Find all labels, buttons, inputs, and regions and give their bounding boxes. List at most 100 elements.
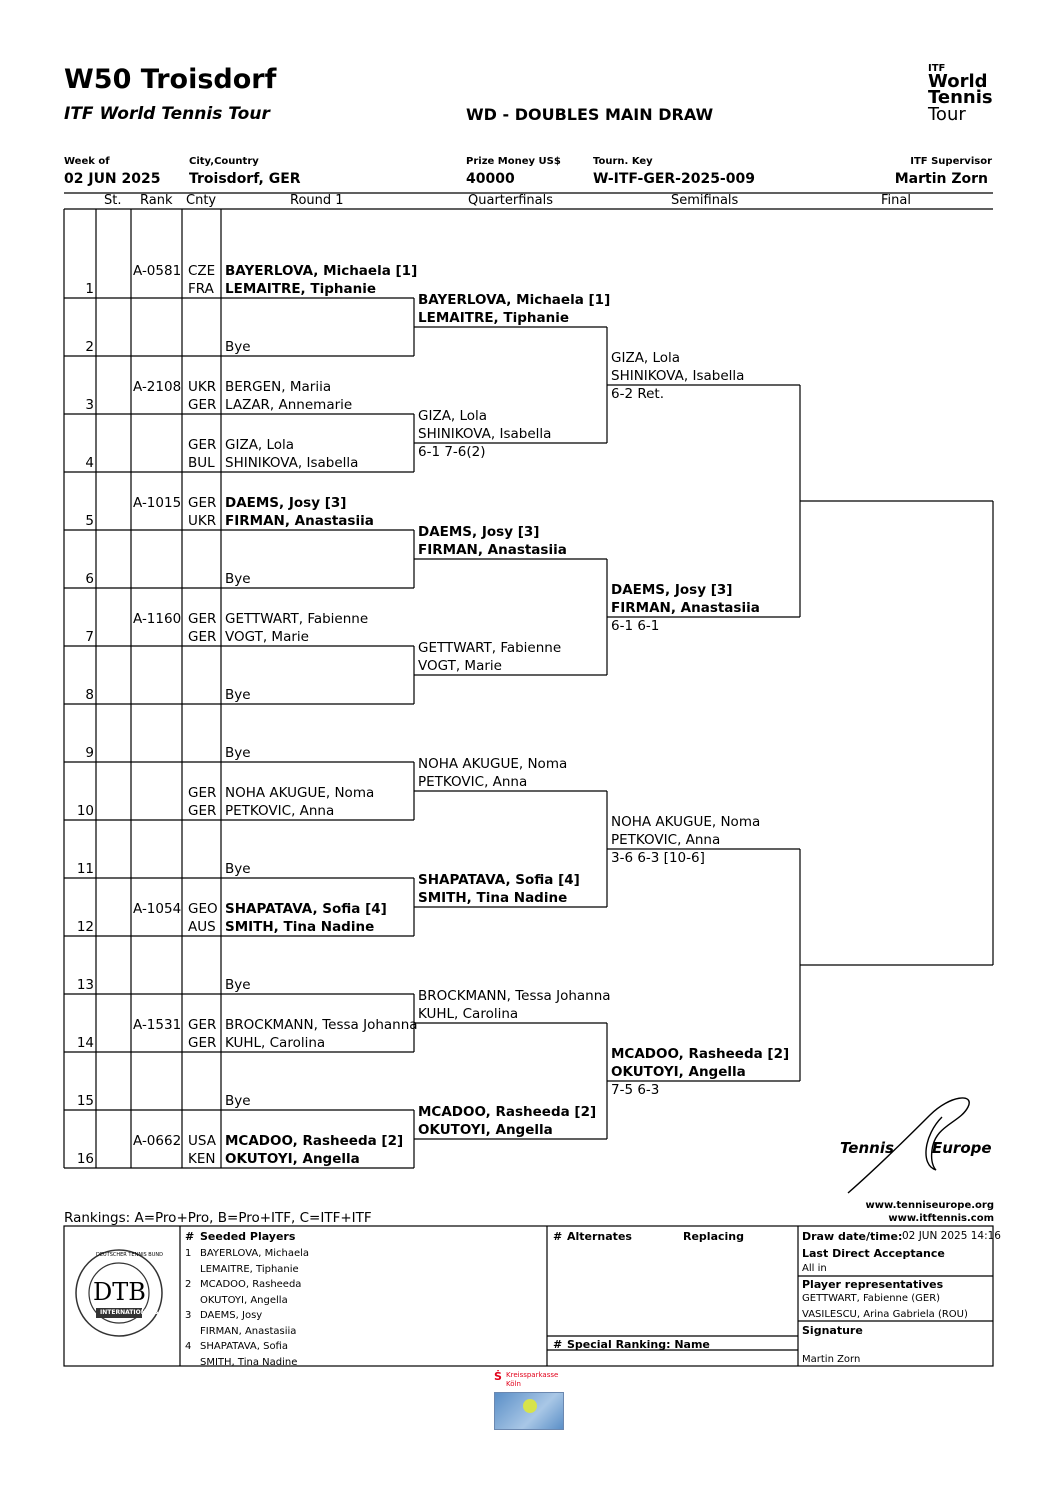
r1-rank: A-1531 xyxy=(133,1017,182,1033)
sf-score: 6-2 Ret. xyxy=(611,386,665,402)
r1-country-1: GEO xyxy=(188,901,218,917)
r1-player-2: Bye xyxy=(225,745,251,761)
r1-slot-number: 12 xyxy=(76,919,94,935)
sf-player-2: SHINIKOVA, Isabella xyxy=(611,368,745,384)
col-cnty: Cnty xyxy=(186,193,217,208)
r1-country-2: AUS xyxy=(188,919,216,935)
r1-player-2: VOGT, Marie xyxy=(225,629,309,645)
r1-rank: A-2108 xyxy=(133,379,182,395)
r1-player-2: Bye xyxy=(225,571,251,587)
koeln-text: Köln xyxy=(506,1380,521,1388)
r1-country-1: CZE xyxy=(188,263,216,279)
r1-player-2: SMITH, Tina Nadine xyxy=(225,919,375,935)
r1-player-2: LEMAITRE, Tiphanie xyxy=(225,281,376,297)
dtb-ring-top: DEUTSCHER TENNIS BUND xyxy=(96,1252,163,1258)
reps-label: Player representatives xyxy=(802,1278,944,1291)
r1-slot-number: 16 xyxy=(76,1151,94,1167)
r1-slot-number: 14 xyxy=(76,1035,94,1051)
sf-player-1: DAEMS, Josy [3] xyxy=(611,582,733,598)
qf-player-2: SMITH, Tina Nadine xyxy=(418,890,568,906)
seed-player-1: DAEMS, Josy xyxy=(200,1310,263,1321)
sf-player-2: PETKOVIC, Anna xyxy=(611,832,721,848)
sparkasse-s-icon: Ṡ xyxy=(494,1370,502,1383)
week-value: 02 JUN 2025 xyxy=(64,171,161,187)
signature-value: Martin Zorn xyxy=(802,1354,861,1365)
url-itftennis[interactable]: www.itftennis.com xyxy=(888,1213,994,1224)
r1-slot-number: 5 xyxy=(85,513,94,529)
r1-country-2: GER xyxy=(188,803,217,819)
supervisor-label: ITF Supervisor xyxy=(910,156,992,167)
sf-player-2: OKUTOYI, Angella xyxy=(611,1064,746,1080)
r1-player-2: Bye xyxy=(225,687,251,703)
r1-country-1: GER xyxy=(188,1017,217,1033)
seed-player-1: MCADOO, Rasheeda xyxy=(200,1279,302,1290)
key-label: Tourn. Key xyxy=(593,156,653,167)
seed-player-2: LEMAITRE, Tiphanie xyxy=(200,1263,299,1275)
r1-slot-number: 3 xyxy=(85,397,94,413)
r1-country-1: GER xyxy=(188,785,217,801)
kreissparkasse-text: Kreissparkasse xyxy=(506,1371,559,1379)
dtb-letters: DTB xyxy=(93,1278,146,1306)
r1-slot-number: 6 xyxy=(85,571,94,587)
r1-country-2: BUL xyxy=(188,455,215,471)
seed-number: 4 xyxy=(185,1341,192,1352)
qf-player-2: KUHL, Carolina xyxy=(418,1006,519,1022)
qf-player-1: BROCKMANN, Tessa Johanna xyxy=(418,988,611,1004)
seed-player-2: SMITH, Tina Nadine xyxy=(200,1356,298,1368)
r1-slot-number: 13 xyxy=(76,977,94,993)
draw-date-value: 02 JUN 2025 14:16 xyxy=(902,1230,1001,1242)
rep-1: GETTWART, Fabienne (GER) xyxy=(802,1293,941,1304)
r1-slot-number: 7 xyxy=(85,629,94,645)
prize-label: Prize Money US$ xyxy=(466,156,561,167)
col-rank: Rank xyxy=(140,193,173,208)
r1-player-2: KUHL, Carolina xyxy=(225,1035,326,1051)
r1-player-2: FIRMAN, Anastasiia xyxy=(225,513,374,529)
week-label: Week of xyxy=(64,156,110,167)
sf-player-1: NOHA AKUGUE, Noma xyxy=(611,814,761,830)
url-tenniseurope[interactable]: www.tenniseurope.org xyxy=(865,1200,994,1211)
r1-slot-number: 15 xyxy=(76,1093,94,1109)
sf-player-1: GIZA, Lola xyxy=(611,350,681,366)
r1-slot-number: 10 xyxy=(76,803,94,819)
r1-player-2: PETKOVIC, Anna xyxy=(225,803,335,819)
dtb-ring-bottom: INTERNATIONALS xyxy=(100,1309,159,1316)
sf-player-2: FIRMAN, Anastasiia xyxy=(611,600,760,616)
r1-country-1: GER xyxy=(188,495,217,511)
r1-rank: A-0581 xyxy=(133,263,182,279)
sf-score: 7-5 6-3 xyxy=(611,1082,660,1098)
col-st: St. xyxy=(104,193,122,208)
seed-number: 2 xyxy=(185,1279,192,1290)
supervisor-value: Martin Zorn xyxy=(894,171,988,187)
r1-player-1: NOHA AKUGUE, Noma xyxy=(225,785,375,801)
lda-value: All in xyxy=(802,1263,827,1274)
r1-player-1: SHAPATAVA, Sofia [4] xyxy=(225,901,387,917)
sf-score: 6-1 6-1 xyxy=(611,618,660,634)
r1-country-2: KEN xyxy=(188,1151,216,1167)
city-value: Troisdorf, GER xyxy=(189,171,301,187)
r1-player-1: BROCKMANN, Tessa Johanna xyxy=(225,1017,418,1033)
sponsor-banner-image xyxy=(494,1392,564,1430)
col-final: Final xyxy=(881,193,911,208)
seeded-hash: # xyxy=(185,1230,195,1243)
seed-number: 1 xyxy=(185,1248,192,1259)
prize-value: 40000 xyxy=(466,171,515,187)
seed-player-1: SHAPATAVA, Sofia xyxy=(200,1341,288,1352)
r1-country-1: GER xyxy=(188,437,217,453)
qf-player-2: PETKOVIC, Anna xyxy=(418,774,528,790)
qf-player-2: FIRMAN, Anastasiia xyxy=(418,542,567,558)
tennis-europe-swoosh-icon xyxy=(847,1097,970,1194)
col-quarterfinals: Quarterfinals xyxy=(468,193,554,208)
special-ranking-hash: # xyxy=(553,1338,563,1351)
city-label: City,Country xyxy=(189,156,259,167)
seed-player-2: OKUTOYI, Angella xyxy=(200,1294,288,1306)
sf-score: 3-6 6-3 [10-6] xyxy=(611,850,705,866)
r1-country-2: GER xyxy=(188,397,217,413)
key-value: W-ITF-GER-2025-009 xyxy=(593,171,755,187)
rankings-legend: Rankings: A=Pro+Pro, B=Pro+ITF, C=ITF+IT… xyxy=(64,1210,372,1226)
sf-player-1: MCADOO, Rasheeda [2] xyxy=(611,1046,790,1062)
seed-number: 3 xyxy=(185,1310,192,1321)
r1-rank: A-0662 xyxy=(133,1133,182,1149)
r1-slot-number: 4 xyxy=(85,455,94,471)
seed-player-1: BAYERLOVA, Michaela xyxy=(200,1248,310,1259)
